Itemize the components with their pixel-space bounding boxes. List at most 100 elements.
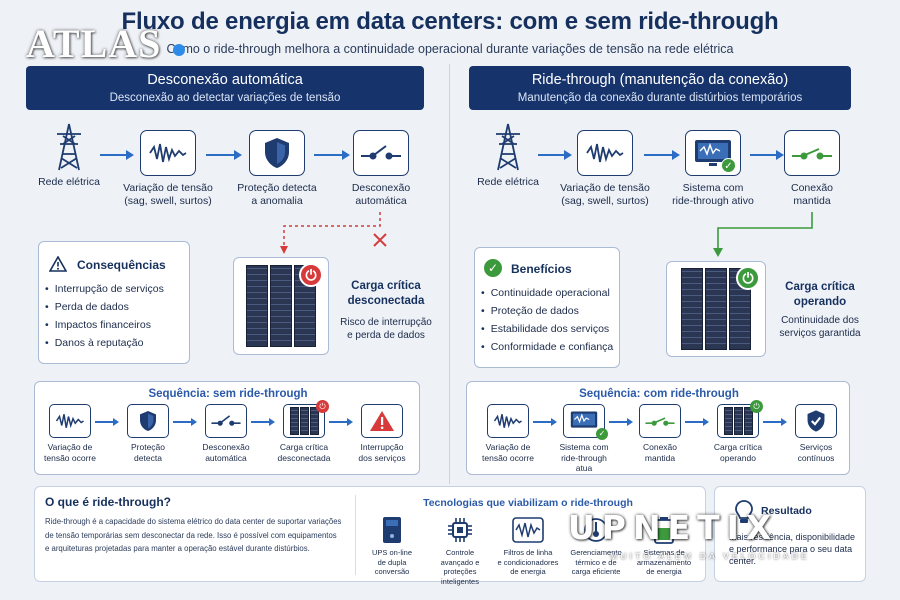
- arrow: [95, 421, 113, 423]
- arrow-head: [342, 150, 350, 160]
- open-switch-icon: [353, 130, 409, 176]
- arrow: [314, 154, 342, 156]
- benefit-item: Estabilidade dos serviços: [481, 320, 613, 338]
- arrow-head: [191, 417, 197, 426]
- page-subtitle: Como o ride-through melhora a continuida…: [166, 42, 734, 56]
- left-flow-label-disconnect: Desconexão automática: [351, 182, 411, 207]
- seq-step: Serviços contínuos: [781, 404, 851, 463]
- atlas-logo-dot: [173, 44, 185, 56]
- seq-label: Desconexão automática: [202, 442, 250, 463]
- battery-icon: [647, 515, 681, 545]
- seq-step: Proteção detecta: [113, 404, 183, 463]
- filter-wave-icon: [511, 515, 545, 545]
- tech-label: Controle avançado e proteções inteligent…: [440, 548, 480, 586]
- arrow: [644, 154, 672, 156]
- arrow-head: [551, 417, 557, 426]
- tech-label: Sistemas de armazenamento de energia: [636, 548, 692, 576]
- server-on-title: Carga crítica operando: [785, 281, 855, 308]
- arrow: [100, 154, 126, 156]
- warning-outline-icon: [49, 256, 67, 272]
- server-on-desc: Continuidade dos serviços garantida: [779, 315, 861, 339]
- sine-wave-icon: [487, 404, 529, 438]
- arrow-head: [703, 417, 709, 426]
- tech-item: Filtros de linha e condicionadores de en…: [492, 515, 564, 577]
- result-text: Mais resiliência, disponibilidade e perf…: [729, 532, 856, 566]
- arrow: [533, 421, 551, 423]
- server-off-icon: ⏻: [283, 400, 329, 438]
- arrow-head: [627, 417, 633, 426]
- seq-label: Carga crítica operando: [713, 442, 763, 463]
- connection-green-connector: [713, 212, 813, 257]
- sequence-with-box: Sequência: com ride-through Variação de …: [466, 381, 850, 475]
- server-on-icon: ⏻: [717, 400, 763, 438]
- open-switch-icon: [205, 404, 247, 438]
- seq-label: Carga crítica desconectada: [277, 442, 331, 463]
- seq-label: Proteção detecta: [130, 442, 166, 463]
- arrow: [750, 154, 776, 156]
- monitor-check-icon: ✓: [685, 130, 741, 176]
- right-flow-step-voltage: Variação de tensão (sag, swell, surtos): [550, 130, 660, 208]
- disconnect-dashed-connector: [280, 212, 387, 254]
- sequence-without-box: Sequência: sem ride-through Variação de …: [34, 381, 420, 475]
- shield-check-icon: [795, 404, 837, 438]
- seq-step: Variação de tensão ocorre: [35, 404, 105, 463]
- seq-label: Sistema com ride-through atua: [559, 442, 609, 473]
- seq-label: Serviços contínuos: [797, 442, 835, 463]
- benefits-title: Benefícios: [511, 262, 572, 276]
- tech-label: UPS on-line de dupla conversão: [371, 548, 413, 576]
- power-on-icon: ⏻: [736, 266, 760, 290]
- benefit-item: Continuidade operacional: [481, 284, 613, 302]
- arrow: [685, 421, 703, 423]
- consequence-item: Interrupção de serviços: [45, 280, 164, 298]
- consequence-item: Danos à reputação: [45, 334, 164, 352]
- ups-icon: [375, 515, 409, 545]
- right-flow-label-voltage: Variação de tensão (sag, swell, surtos): [560, 182, 650, 207]
- arrow-head: [781, 417, 787, 426]
- sine-wave-icon: [577, 130, 633, 176]
- consequence-item: Impactos financeiros: [45, 316, 164, 334]
- right-flow-label-system: Sistema com ride-through ativo: [672, 182, 754, 207]
- server-rack-icon: [270, 265, 292, 347]
- left-flow-step-voltage: Variação de tensão (sag, swell, surtos): [113, 130, 223, 208]
- seq-step: ⏻ Carga crítica desconectada: [269, 400, 339, 463]
- what-is-text: Ride-through é a capacidade do sistema e…: [45, 517, 342, 553]
- closed-switch-icon: [639, 404, 681, 438]
- shield-icon: [249, 130, 305, 176]
- tech-item: Gerenciamento térmico e de carga eficien…: [560, 515, 632, 577]
- left-flow-label-protection: Proteção detecta a anomalia: [237, 182, 317, 207]
- server-rack-icon: [705, 268, 727, 350]
- server-off-desc: Risco de interrupção e perda de dados: [340, 317, 432, 341]
- what-is-title: O que é ride-through?: [45, 495, 171, 509]
- seq-step: Desconexão automática: [191, 404, 261, 463]
- seq-label: Conexão mantida: [642, 442, 678, 463]
- arrow: [251, 421, 269, 423]
- arrow-head: [234, 150, 242, 160]
- arrow: [538, 154, 564, 156]
- tech-item: UPS on-line de dupla conversão: [356, 515, 428, 577]
- seq-step: Conexão mantida: [625, 404, 695, 463]
- right-flow-step-system: ✓ Sistema com ride-through ativo: [658, 130, 768, 208]
- seq-label: Interrupção dos serviços: [358, 442, 406, 463]
- seq-step: Variação de tensão ocorre: [473, 404, 543, 463]
- seq-label: Variação de tensão ocorre: [482, 442, 534, 463]
- chip-icon: [443, 515, 477, 545]
- arrow-head: [776, 150, 784, 160]
- server-off-title: Carga crítica desconectada: [347, 280, 425, 307]
- right-flow-label-connection: Conexão mantida: [790, 182, 834, 207]
- left-header: Desconexão automática Desconexão ao dete…: [26, 66, 424, 110]
- benefits-card: ✓ Benefícios Continuidade operacional Pr…: [474, 247, 620, 368]
- benefit-item: Proteção de dados: [481, 302, 613, 320]
- arrow-head: [126, 150, 134, 160]
- consequences-card: Consequências Interrupção de serviços Pe…: [38, 241, 190, 364]
- server-rack-icon: [681, 268, 703, 350]
- tech-title: Tecnologias que viabilizam o ride-throug…: [423, 497, 633, 509]
- seq-step: ✓ Sistema com ride-through atua: [549, 404, 619, 474]
- arrow: [206, 154, 234, 156]
- seq-step: Interrupção dos serviços: [347, 404, 417, 463]
- arrow: [173, 421, 191, 423]
- consequence-item: Perda de dados: [45, 298, 164, 316]
- thermal-icon: [579, 515, 613, 545]
- arrow: [329, 421, 347, 423]
- right-header: Ride-through (manutenção da conexão) Man…: [469, 66, 851, 110]
- right-flow-label-grid: Rede elétrica: [477, 176, 539, 188]
